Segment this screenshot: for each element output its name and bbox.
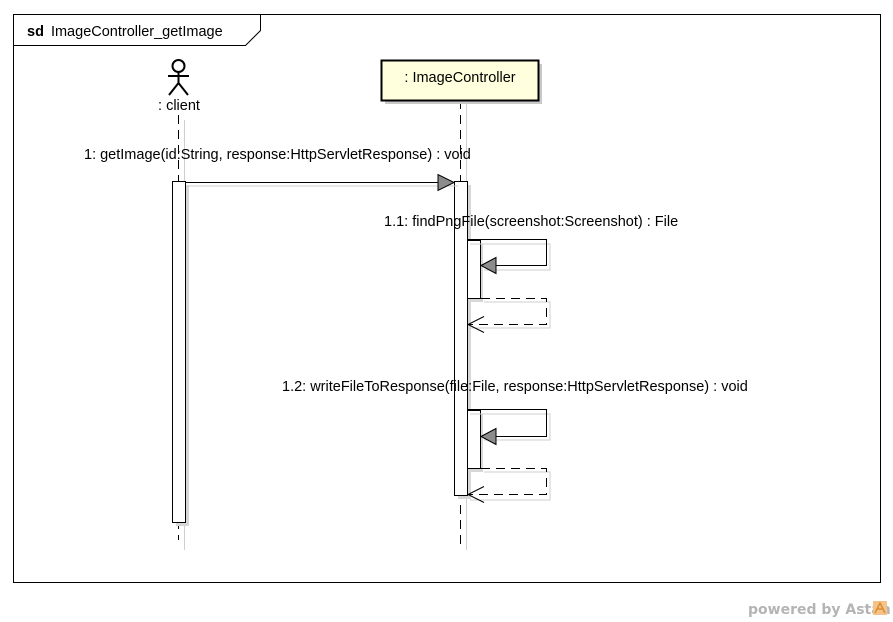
self-activation-1-1 — [467, 240, 481, 299]
client-activation — [172, 181, 186, 523]
astah-logo-icon — [873, 601, 887, 615]
message-1-2-label: 1.2: writeFileToResponse(file:File, resp… — [282, 379, 748, 395]
frame-keyword: sd — [27, 24, 44, 40]
controller-label: : ImageController — [404, 70, 515, 86]
client-lifeline[interactable]: : client — [158, 59, 200, 550]
client-label: : client — [158, 98, 200, 114]
frame-name: ImageController_getImage — [51, 24, 223, 40]
frame-title: sd ImageController_getImage — [27, 24, 223, 40]
controller-lifeline[interactable]: : ImageController — [380, 59, 543, 551]
frame-title-tab — [13, 14, 261, 46]
message-1[interactable]: 1: getImage(id:String, response:HttpServ… — [84, 147, 471, 192]
message-1-1-label: 1.1: findPngFile(screenshot:Screenshot) … — [384, 214, 678, 230]
message-1-arrowhead — [437, 173, 456, 192]
message-1-1[interactable]: 1.1: findPngFile(screenshot:Screenshot) … — [384, 214, 678, 333]
actor-icon — [168, 59, 189, 96]
message-1-2[interactable]: 1.2: writeFileToResponse(file:File, resp… — [282, 379, 748, 503]
message-1-1-return-arrowhead — [466, 316, 485, 333]
self-activation-1-2 — [467, 410, 481, 469]
message-1-label: 1: getImage(id:String, response:HttpServ… — [84, 147, 471, 163]
controller-box — [380, 59, 540, 102]
astah-watermark: powered by Astah — [748, 601, 891, 618]
watermark-text: powered by Astah — [748, 602, 891, 618]
message-1-2-return-arrowhead — [466, 486, 485, 503]
diagram-frame — [13, 14, 881, 583]
message-1-1-arrowhead — [479, 256, 497, 275]
message-1-2-arrowhead — [479, 427, 497, 446]
message-1-2-return — [469, 468, 547, 495]
message-1-1-return — [469, 298, 547, 325]
controller-activation — [454, 181, 468, 496]
